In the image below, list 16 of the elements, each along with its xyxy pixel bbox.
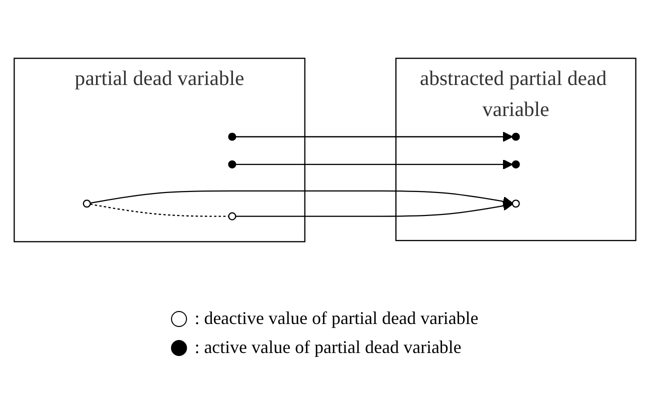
cluster: partial dead variable bbox=[13, 58, 305, 242]
node-circle bbox=[511, 160, 520, 168]
arrow bbox=[235, 159, 512, 170]
node-circle bbox=[228, 212, 236, 220]
arrow bbox=[235, 200, 512, 217]
arrow bbox=[90, 190, 512, 206]
node-circle bbox=[511, 132, 520, 141]
node-circle bbox=[511, 200, 520, 208]
node-circle bbox=[228, 132, 236, 141]
arrow bbox=[235, 132, 512, 142]
cluster: abstracted partial dead variable bbox=[394, 58, 636, 242]
legend-text: : active value of partial dead variable bbox=[194, 337, 462, 358]
node-circle bbox=[82, 200, 90, 208]
node-circle bbox=[228, 160, 236, 168]
legend-text: : deactive value of partial dead variable bbox=[194, 308, 478, 329]
connector bbox=[90, 204, 228, 217]
